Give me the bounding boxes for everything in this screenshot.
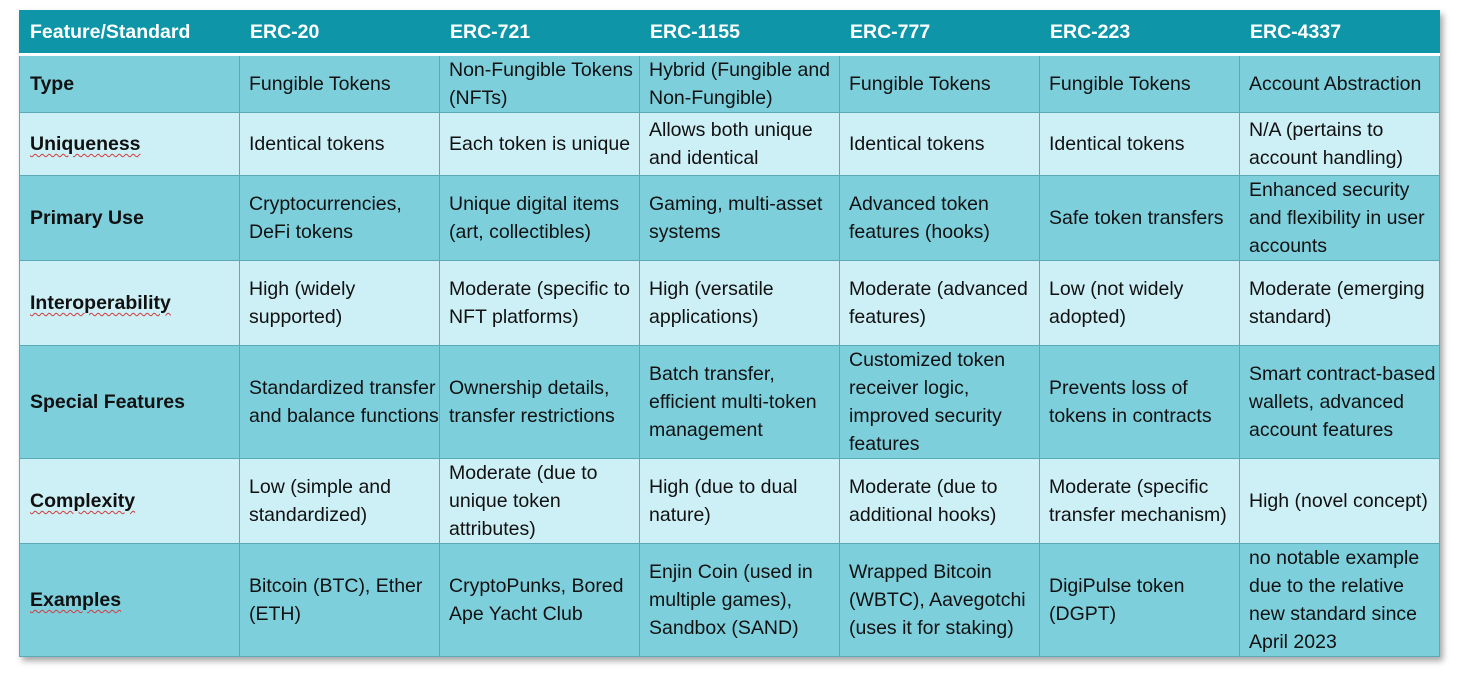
table-cell: Moderate (due to additional hooks) [839,458,1040,544]
row-label-examples: Examples [19,543,240,657]
table-cell: High (novel concept) [1239,458,1440,544]
table-cell: Wrapped Bitcoin (WBTC), Aavegotchi (uses… [839,543,1040,657]
row-label-text: Uniqueness [30,133,141,155]
table-cell: Standardized transfer and balance functi… [239,345,440,459]
table-cell: Gaming, multi-asset systems [639,175,840,261]
table-row-complexity: Complexity Low (simple and standardized)… [19,458,1440,544]
table-row-uniqueness: Uniqueness Identical tokens Each token i… [19,112,1440,176]
erc-standards-comparison-table: Feature/Standard ERC-20 ERC-721 ERC-1155… [19,10,1440,657]
table-cell: Fungible Tokens [239,54,440,113]
table-cell: High (due to dual nature) [639,458,840,544]
table-cell: Advanced token features (hooks) [839,175,1040,261]
row-label-text: Interoperability [30,292,171,314]
table-cell: Enjin Coin (used in multiple games), San… [639,543,840,657]
table-cell: Fungible Tokens [839,54,1040,113]
row-label-text: Complexity [30,490,136,512]
header-erc-20: ERC-20 [239,10,440,56]
row-label-special-features: Special Features [19,345,240,459]
table-cell: Enhanced security and flexibility in use… [1239,175,1440,261]
table-row-type: Type Fungible Tokens Non-Fungible Tokens… [19,54,1440,113]
table-cell: Moderate (specific transfer mechanism) [1039,458,1240,544]
table-cell: High (versatile applications) [639,260,840,346]
table-cell: Cryptocurrencies, DeFi tokens [239,175,440,261]
row-label-interoperability: Interoperability [19,260,240,346]
header-erc-777: ERC-777 [839,10,1040,56]
table-cell: Bitcoin (BTC), Ether (ETH) [239,543,440,657]
table-cell: Moderate (emerging standard) [1239,260,1440,346]
table-cell: Allows both unique and identical [639,112,840,176]
row-label-primary-use: Primary Use [19,175,240,261]
header-erc-223: ERC-223 [1039,10,1240,56]
table-cell: High (widely supported) [239,260,440,346]
table-cell: Identical tokens [239,112,440,176]
table-cell: Identical tokens [1039,112,1240,176]
row-label-type: Type [19,54,240,113]
table-cell: Batch transfer, efficient multi-token ma… [639,345,840,459]
table-cell: Ownership details, transfer restrictions [439,345,640,459]
table-cell: DigiPulse token (DGPT) [1039,543,1240,657]
table-cell: Account Abstraction [1239,54,1440,113]
table-cell: Moderate (advanced features) [839,260,1040,346]
comparison-table-container: Feature/Standard ERC-20 ERC-721 ERC-1155… [19,10,1440,657]
table-cell: Low (simple and standardized) [239,458,440,544]
table-cell: Non-Fungible Tokens (NFTs) [439,54,640,113]
header-feature-standard: Feature/Standard [19,10,240,56]
table-cell: Moderate (specific to NFT platforms) [439,260,640,346]
header-erc-1155: ERC-1155 [639,10,840,56]
table-row-examples: Examples Bitcoin (BTC), Ether (ETH) Cryp… [19,543,1440,657]
row-label-complexity: Complexity [19,458,240,544]
table-cell: no notable example due to the relative n… [1239,543,1440,657]
table-cell: N/A (pertains to account handling) [1239,112,1440,176]
table-row-special-features: Special Features Standardized transfer a… [19,345,1440,459]
table-cell: Moderate (due to unique token attributes… [439,458,640,544]
table-cell: CryptoPunks, Bored Ape Yacht Club [439,543,640,657]
header-erc-721: ERC-721 [439,10,640,56]
row-label-text: Examples [30,589,122,611]
table-cell: Hybrid (Fungible and Non-Fungible) [639,54,840,113]
table-row-interoperability: Interoperability High (widely supported)… [19,260,1440,346]
row-label-uniqueness: Uniqueness [19,112,240,176]
table-cell: Low (not widely adopted) [1039,260,1240,346]
table-cell: Safe token transfers [1039,175,1240,261]
table-cell: Smart contract-based wallets, advanced a… [1239,345,1440,459]
table-header-row: Feature/Standard ERC-20 ERC-721 ERC-1155… [19,10,1440,56]
table-row-primary-use: Primary Use Cryptocurrencies, DeFi token… [19,175,1440,261]
table-cell: Fungible Tokens [1039,54,1240,113]
table-cell: Prevents loss of tokens in contracts [1039,345,1240,459]
table-cell: Unique digital items (art, collectibles) [439,175,640,261]
table-cell: Customized token receiver logic, improve… [839,345,1040,459]
header-erc-4337: ERC-4337 [1239,10,1440,56]
table-cell: Each token is unique [439,112,640,176]
table-cell: Identical tokens [839,112,1040,176]
